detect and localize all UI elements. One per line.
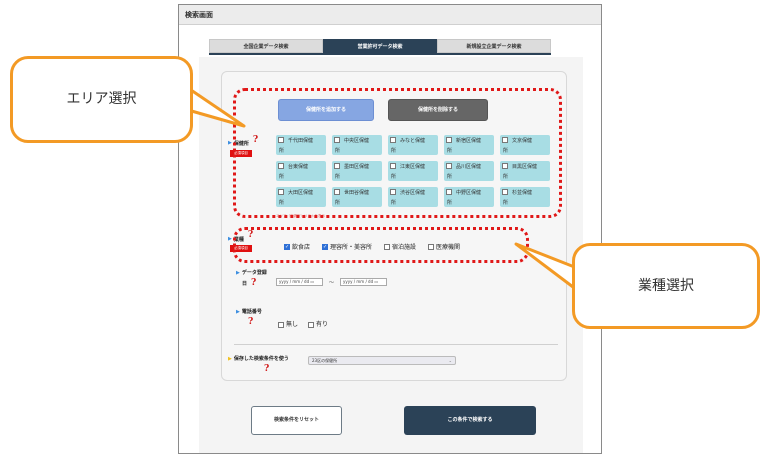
window-title: 検索画面	[179, 5, 601, 25]
help-icon[interactable]: ?	[248, 317, 254, 327]
help-icon[interactable]: ?	[251, 278, 257, 288]
phone-option-present[interactable]: 有り	[308, 319, 328, 328]
industry-label: ▶ 業種 ?	[228, 230, 254, 243]
health-center-grid: 千代田保健所 中央区保健所 みなと保健所 新宿区保健所 文京保健所 台東保健所 …	[276, 135, 552, 207]
health-center-label: ▶ 保健所 ?	[228, 135, 259, 147]
phone-options: 無し 有り	[278, 319, 328, 328]
chevron-down-icon: ⌄	[448, 358, 452, 363]
saved-conditions-label: ▶ 保存した検索条件を使う	[228, 355, 289, 363]
checkbox[interactable]	[334, 163, 340, 169]
tab-bar: 全国企業データ検索 営業許可データ検索 新規設立企業データ検索	[209, 39, 551, 55]
required-badge: 必須項目	[230, 245, 252, 252]
divider	[234, 344, 558, 345]
help-icon[interactable]: ?	[252, 135, 259, 145]
search-window: 検索画面 全国企業データ検索 営業許可データ検索 新規設立企業データ検索 保健所…	[178, 4, 602, 454]
search-button[interactable]: この条件で検索する	[404, 406, 536, 435]
saved-conditions-select[interactable]: 23区の保健所 ⌄	[308, 356, 456, 365]
checkbox[interactable]	[278, 321, 284, 328]
health-center-option[interactable]: 新宿区保健所	[444, 135, 494, 155]
checkbox[interactable]	[278, 189, 284, 195]
health-center-option[interactable]: 大田区保健所	[276, 187, 326, 207]
date-to-input[interactable]: yyyy / mm / dd ▭	[340, 278, 388, 286]
phone-label: ▶ 電話番号	[236, 308, 262, 316]
search-form-panel: 保健所を追加する 保健所を削除する ▶ 保健所 ? 必須項目 千代田保健所 中央…	[221, 71, 567, 381]
industry-callout: 業種選択	[572, 243, 760, 329]
health-center-option[interactable]: 千代田保健所	[276, 135, 326, 155]
checkbox[interactable]	[502, 163, 508, 169]
industry-option-barber-beauty[interactable]: ✓理容所・美容所	[322, 243, 373, 251]
industry-option-lodging[interactable]: 宿泊施設	[384, 242, 416, 251]
checkbox[interactable]	[390, 137, 396, 143]
area-highlight	[233, 88, 562, 218]
checkbox[interactable]	[428, 243, 435, 250]
industry-options: ✓飲食店 ✓理容所・美容所 宿泊施設 医療機関	[284, 242, 460, 251]
health-center-option[interactable]: 中野区保健所	[444, 187, 494, 207]
checkbox[interactable]	[446, 163, 452, 169]
checkbox[interactable]	[308, 321, 315, 328]
help-icon[interactable]: ?	[247, 230, 254, 240]
checkbox[interactable]	[278, 137, 284, 143]
health-center-option[interactable]: 中央区保健所	[332, 135, 382, 155]
triangle-icon: ▶	[228, 140, 232, 146]
checkbox[interactable]	[446, 137, 452, 143]
phone-option-none[interactable]: 無し	[278, 319, 298, 328]
health-center-option[interactable]: 目黒区保健所	[500, 161, 550, 181]
checkbox[interactable]	[334, 137, 340, 143]
checkbox[interactable]	[390, 163, 396, 169]
reset-button[interactable]: 検索条件をリセット	[251, 406, 342, 435]
tab-nationwide-company[interactable]: 全国企業データ検索	[209, 39, 323, 53]
checkbox[interactable]	[384, 243, 391, 250]
registration-date-label-line2: 日 ?	[242, 278, 257, 288]
required-badge: 必須項目	[230, 150, 252, 157]
add-health-center-button[interactable]: 保健所を追加する	[278, 99, 374, 121]
triangle-icon: ▶	[228, 236, 232, 242]
calendar-icon[interactable]: ▭	[374, 279, 379, 284]
industry-highlight	[233, 227, 529, 263]
checkbox[interactable]	[502, 189, 508, 195]
health-center-option[interactable]: 杉並保健所	[500, 187, 550, 207]
checkbox[interactable]	[502, 137, 508, 143]
health-center-option[interactable]: 台東保健所	[276, 161, 326, 181]
checkbox[interactable]	[278, 163, 284, 169]
range-separator: 〜	[329, 279, 335, 286]
health-center-option[interactable]: 世田谷保健所	[332, 187, 382, 207]
checkbox-checked[interactable]: ✓	[322, 243, 329, 250]
help-icon[interactable]: ?	[264, 364, 270, 374]
health-center-option[interactable]: 渋谷区保健所	[388, 187, 438, 207]
checkbox[interactable]	[446, 189, 452, 195]
tab-business-permit[interactable]: 営業許可データ検索	[323, 39, 437, 53]
content-area: 保健所を追加する 保健所を削除する ▶ 保健所 ? 必須項目 千代田保健所 中央…	[199, 57, 583, 453]
triangle-icon: ▶	[228, 355, 232, 362]
triangle-icon: ▶	[236, 308, 240, 315]
date-from-input[interactable]: yyyy / mm / dd ▭	[276, 278, 323, 286]
triangle-icon: ▶	[236, 269, 240, 276]
tab-new-company[interactable]: 新規設立企業データ検索	[437, 39, 551, 53]
health-center-option[interactable]: 品川区保健所	[444, 161, 494, 181]
area-callout: エリア選択	[10, 56, 193, 143]
checkbox[interactable]	[390, 189, 396, 195]
checkbox-checked[interactable]: ✓	[284, 243, 290, 250]
date-range: yyyy / mm / dd ▭ 〜 yyyy / mm / dd ▭	[276, 278, 388, 286]
industry-option-medical[interactable]: 医療機関	[428, 242, 460, 251]
health-center-option[interactable]: 墨田区保健所	[332, 161, 382, 181]
health-center-option[interactable]: みなと保健所	[388, 135, 438, 155]
checkbox[interactable]	[334, 189, 340, 195]
health-center-option[interactable]: 江東区保健所	[388, 161, 438, 181]
delete-health-center-button[interactable]: 保健所を削除する	[388, 99, 488, 121]
health-center-option[interactable]: 文京保健所	[500, 135, 550, 155]
calendar-icon[interactable]: ▭	[310, 279, 315, 284]
registration-date-label: ▶ データ登録	[236, 269, 267, 277]
industry-option-restaurant[interactable]: ✓飲食店	[284, 243, 311, 251]
